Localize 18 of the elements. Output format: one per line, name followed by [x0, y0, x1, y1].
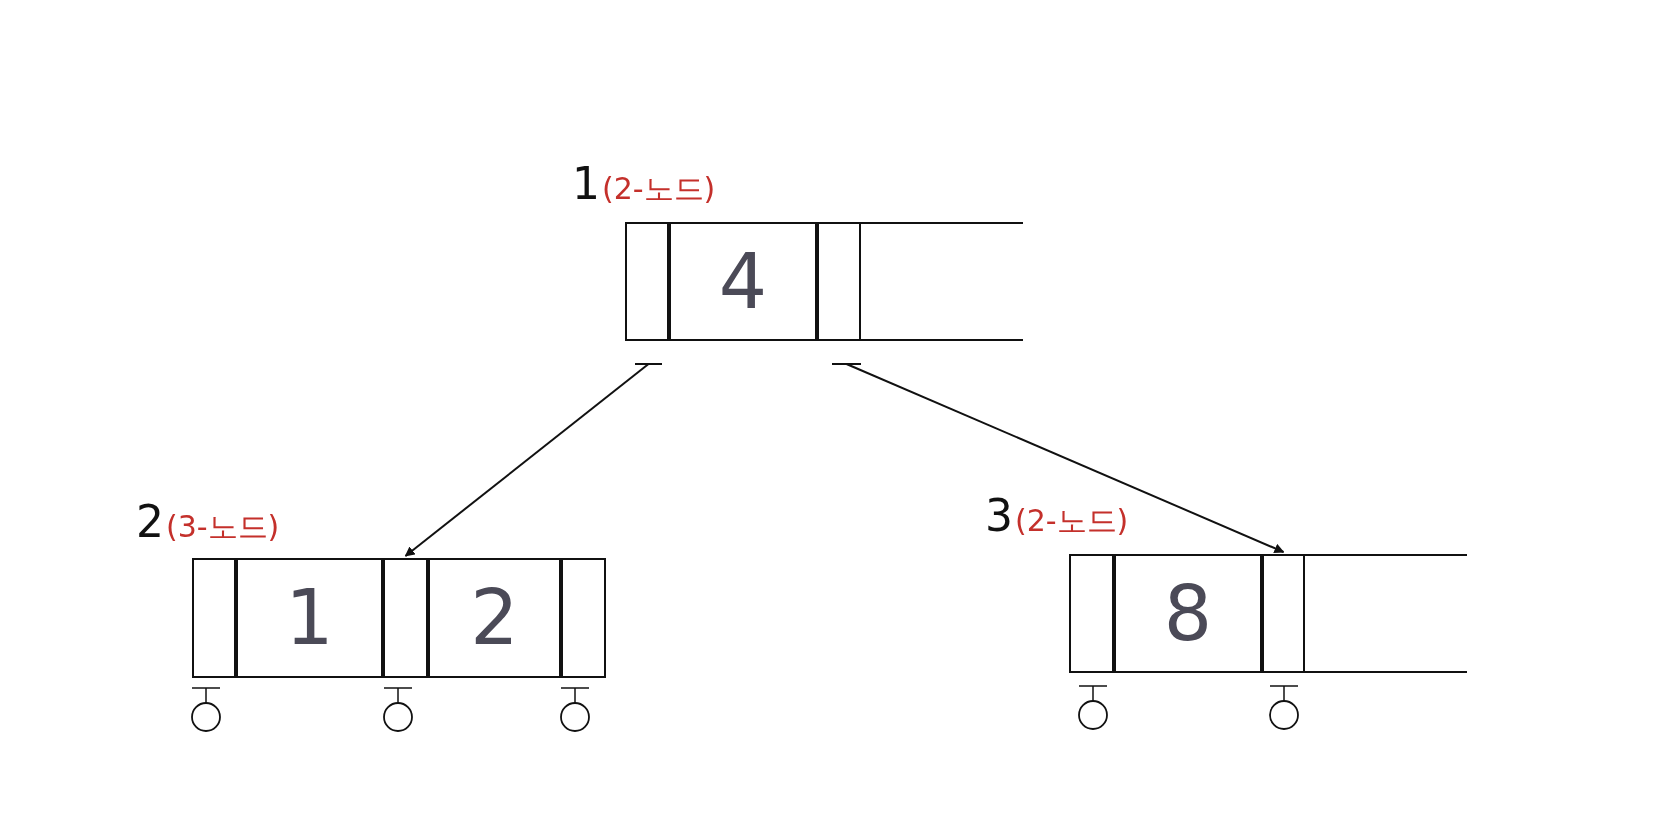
key-cell: 4 — [669, 222, 817, 341]
pointer-cell — [1069, 554, 1114, 673]
pointer-cell — [383, 558, 428, 678]
node-type-label: (2-노드) — [602, 171, 716, 206]
key-cell: 1 — [236, 558, 383, 678]
node-number: 3 — [985, 490, 1013, 541]
pointer-cell — [625, 222, 669, 341]
pointer-cell — [192, 558, 236, 678]
key-cell: 2 — [428, 558, 561, 678]
arrow — [404, 363, 650, 557]
node-number: 2 — [136, 496, 164, 547]
key-cell: 8 — [1114, 554, 1262, 673]
pointer-cell — [1262, 554, 1305, 673]
arrow — [845, 363, 1285, 554]
node-type-label: (2-노드) — [1015, 503, 1129, 538]
node-number: 1 — [572, 158, 600, 209]
node-type-label: (3-노드) — [166, 509, 280, 544]
pointer-cell — [817, 222, 861, 341]
